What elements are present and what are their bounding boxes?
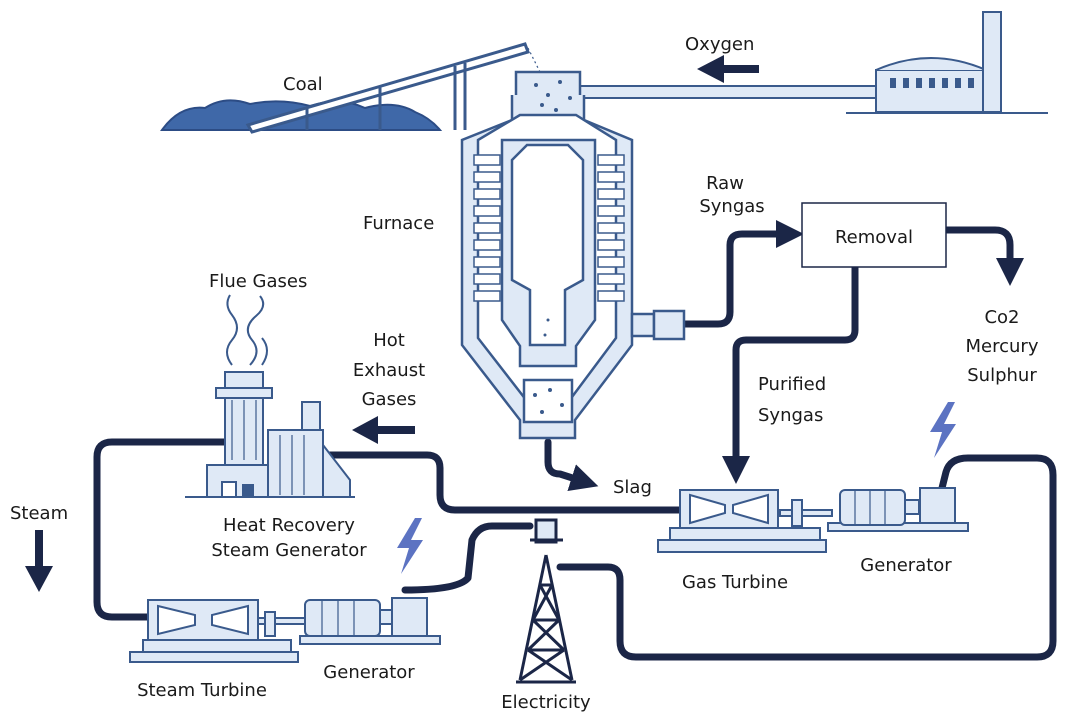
label-purified-syngas-line2: Syngas	[758, 405, 823, 426]
label-raw-syngas-line2: Syngas	[699, 196, 764, 217]
generator-right	[827, 487, 969, 532]
label-steam: Steam	[10, 503, 68, 524]
electricity-left-line	[401, 522, 534, 594]
label-hot-exhaust-line2: Exhaust	[353, 360, 425, 381]
generator-left	[299, 597, 441, 645]
label-raw-syngas-line1: Raw	[706, 173, 744, 194]
label-flue-gases: Flue Gases	[209, 271, 307, 292]
label-hot-exhaust-line3: Gases	[362, 389, 417, 410]
gas-turbine	[657, 489, 833, 553]
label-generator-left: Generator	[323, 662, 415, 683]
hot-exhaust-arrow-icon	[352, 416, 415, 444]
label-steam-turbine: Steam Turbine	[137, 680, 267, 701]
exhaust-gas-pipe	[321, 451, 684, 514]
steam-turbine	[129, 599, 309, 663]
label-gas-turbine: Gas Turbine	[682, 572, 788, 593]
steam-arrow-icon	[25, 530, 53, 592]
steam-loop-pipe	[93, 438, 229, 621]
raw-syngas-pipe	[679, 220, 804, 328]
smoke-icon	[226, 294, 268, 366]
direction-arrows	[25, 55, 759, 592]
label-mercury: Mercury	[966, 336, 1039, 357]
electricity-right-line	[556, 454, 1057, 661]
falling-coal	[527, 47, 541, 73]
label-slag: Slag	[613, 477, 652, 498]
oxygen-arrow-icon	[697, 55, 759, 83]
lightning-bolt-icon	[930, 402, 956, 458]
heat-recovery-steam-generator	[185, 371, 355, 498]
electricity-pylon	[516, 518, 576, 684]
label-coal: Coal	[283, 74, 323, 95]
label-co2: Co2	[984, 307, 1019, 328]
furnace	[460, 70, 686, 440]
oxygen-plant	[564, 11, 1048, 114]
pipes	[93, 220, 1057, 661]
co2-outlet-pipe	[943, 226, 1024, 286]
diagram-labels: Coal Oxygen Furnace Raw Syngas Removal F…	[10, 34, 1039, 713]
label-purified-syngas-line1: Purified	[758, 374, 826, 395]
removal-unit	[801, 202, 947, 268]
coal-conveyor	[245, 42, 530, 134]
purified-syngas-pipe	[722, 264, 859, 484]
label-electricity: Electricity	[501, 692, 591, 713]
slag-pipe	[544, 438, 599, 492]
label-hrsg-line1: Heat Recovery	[223, 515, 355, 536]
label-hrsg-line2: Steam Generator	[211, 540, 367, 561]
label-hot-exhaust-line1: Hot	[373, 330, 405, 351]
label-oxygen: Oxygen	[685, 34, 754, 55]
label-removal: Removal	[835, 227, 913, 248]
label-generator-right: Generator	[860, 555, 952, 576]
label-furnace: Furnace	[363, 213, 434, 234]
label-sulphur: Sulphur	[967, 365, 1037, 386]
lightning-bolt-icon	[397, 518, 423, 574]
